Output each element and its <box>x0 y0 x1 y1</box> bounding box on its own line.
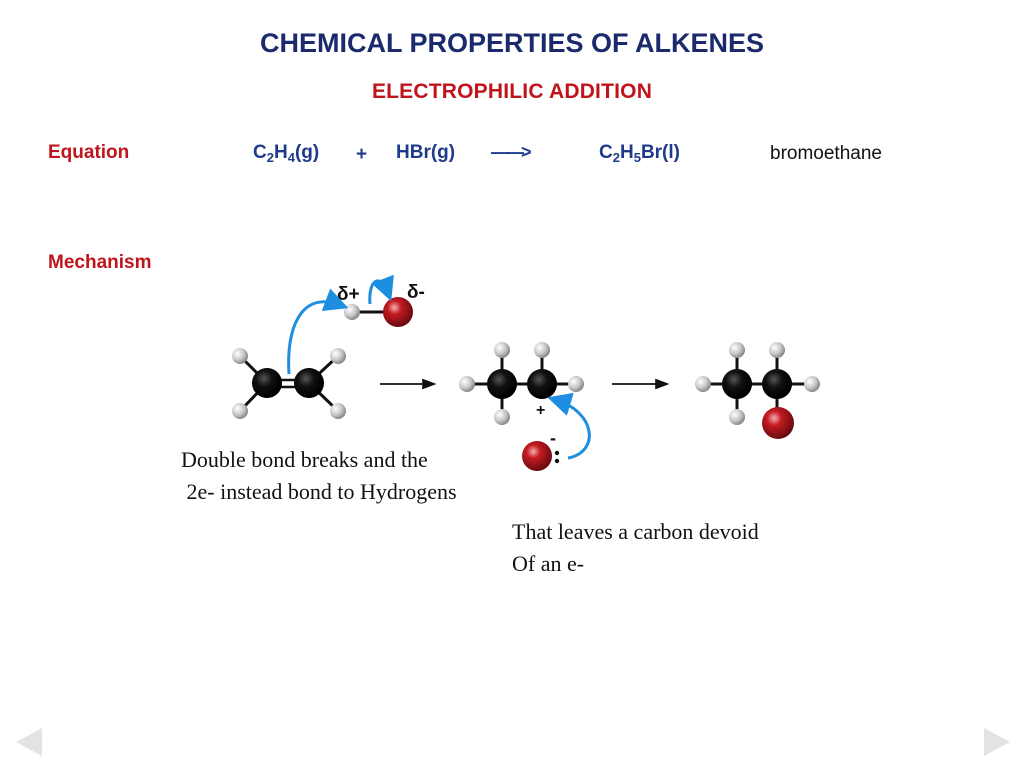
curly-arrow-icon <box>368 274 394 305</box>
curly-arrow-icon <box>547 392 591 460</box>
previous-slide-icon[interactable] <box>16 728 42 756</box>
hydrogen-atom <box>232 348 248 364</box>
reactant-hbr: HBr(g) <box>396 142 456 163</box>
reactant-ethene-c-count: 2 <box>266 150 274 165</box>
hydrogen-atom <box>459 376 475 392</box>
caption-carbocation: That leaves a carbon devoid Of an e- <box>512 516 759 580</box>
hydrogen-atom <box>769 342 785 358</box>
slide-subtitle: ELECTROPHILIC ADDITION <box>371 80 653 103</box>
bromine-atom <box>762 407 794 439</box>
reactant-ethene-c: C <box>253 142 267 163</box>
delta-minus-label: δ- <box>407 282 425 303</box>
reactant-ethene-h: H <box>273 142 288 163</box>
product-tail: Br(l) <box>640 142 680 163</box>
caption-double-bond: Double bond breaks and the 2e- instead b… <box>181 444 457 508</box>
caption-line: Double bond breaks and the <box>181 447 428 472</box>
curly-arrow-icon <box>287 288 349 375</box>
bromine-atom <box>383 297 413 327</box>
hydrogen-atom <box>695 376 711 392</box>
carbon-atom <box>252 368 282 398</box>
mechanism-label: Mechanism <box>48 252 152 273</box>
next-slide-icon[interactable] <box>984 728 1010 756</box>
product-h: H <box>619 142 634 163</box>
hbr-molecule: δ+ δ- <box>337 282 425 327</box>
caption-line: 2e- instead bond to Hydrogens <box>181 479 457 504</box>
delta-plus-label: δ+ <box>337 284 360 305</box>
product-h-count: 5 <box>633 150 641 165</box>
product-c: C <box>599 142 613 163</box>
product-c-count: 2 <box>612 150 620 165</box>
hydrogen-atom <box>330 348 346 364</box>
slide-title: CHEMICAL PROPERTIES OF ALKENES <box>259 28 765 58</box>
lone-pair-dot <box>554 450 560 456</box>
carbocation-molecule: + <box>459 342 584 425</box>
hydrogen-atom <box>729 409 745 425</box>
ethene-molecule <box>232 348 346 419</box>
carbon-atom <box>487 369 517 399</box>
product-name: bromoethane <box>770 143 882 164</box>
caption-line: Of an e- <box>512 551 585 576</box>
caption-line: That leaves a carbon devoid <box>512 519 759 544</box>
lone-pair-dot <box>554 458 560 464</box>
reactant-ethene: C2H4(g) <box>253 142 319 164</box>
hydrogen-atom <box>232 403 248 419</box>
bromide-ion: - <box>522 428 560 471</box>
hydrogen-atom <box>729 342 745 358</box>
hydrogen-atom <box>494 342 510 358</box>
reactant-ethene-state: (g) <box>294 142 320 163</box>
hydrogen-atom <box>568 376 584 392</box>
bromide-charge: - <box>550 428 556 448</box>
carbon-atom <box>527 369 557 399</box>
hydrogen-atom <box>330 403 346 419</box>
hydrogen-atom <box>494 409 510 425</box>
plus-sign: + <box>356 144 368 165</box>
bromine-atom <box>522 441 552 471</box>
reaction-arrow: ——> <box>491 142 531 162</box>
hydrogen-atom <box>804 376 820 392</box>
bromoethane-molecule <box>695 342 820 439</box>
carbon-atom <box>722 369 752 399</box>
hydrogen-atom <box>534 342 550 358</box>
product-bromoethane-formula: C2H5Br(l) <box>599 142 680 164</box>
carbocation-charge: + <box>536 402 545 419</box>
hydrogen-atom <box>344 304 360 320</box>
reactant-ethene-h-count: 4 <box>287 150 295 165</box>
carbon-atom <box>762 369 792 399</box>
equation-label: Equation <box>48 142 130 163</box>
carbon-atom <box>294 368 324 398</box>
